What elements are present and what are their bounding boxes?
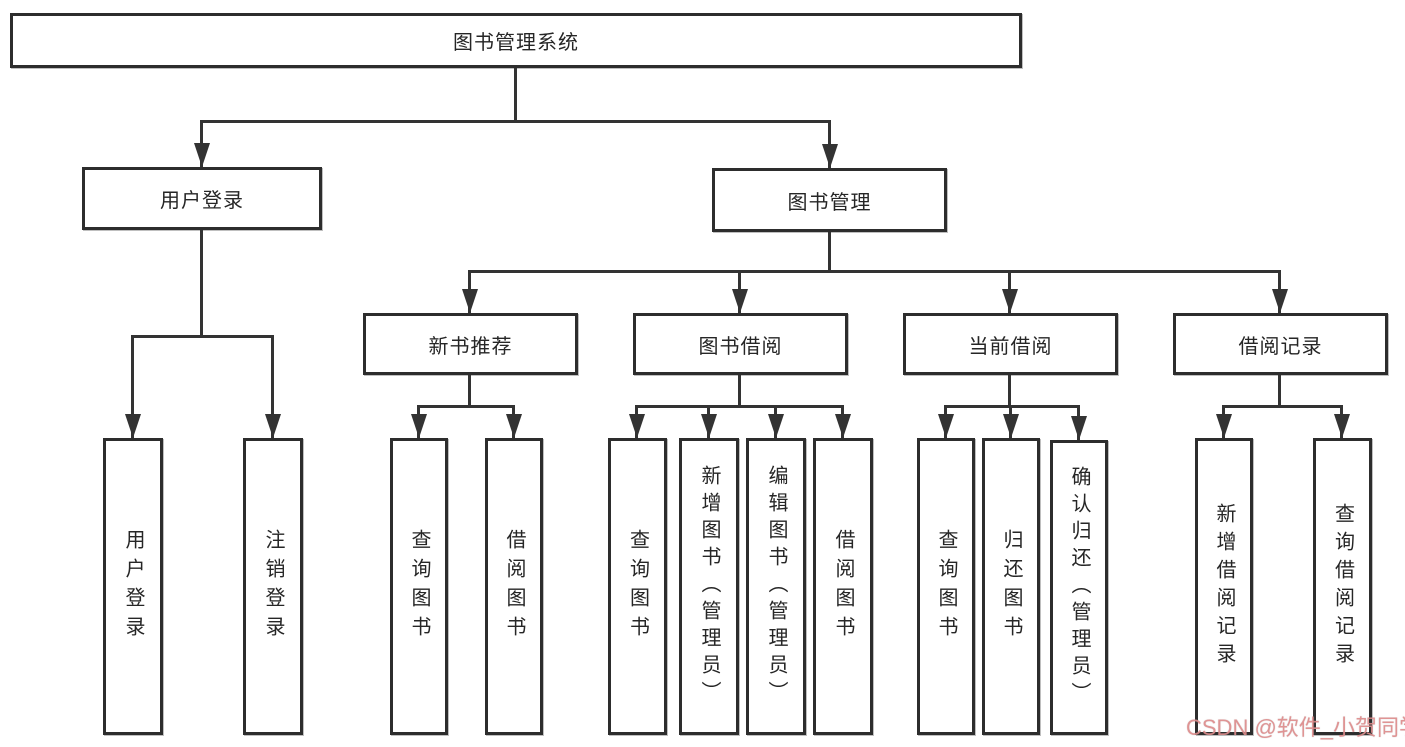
arrowhead-new-book-rec <box>462 289 478 313</box>
connector-drop-leaf-logout <box>271 335 274 438</box>
arrowhead-borrowing-records <box>1272 289 1288 313</box>
connector-new-book-rec-stem <box>468 375 471 408</box>
connector-book-mgmt-stem <box>828 232 831 273</box>
arrowhead-add-borrow-record <box>1216 414 1232 438</box>
connector-current-borrowing-stem <box>1008 375 1011 408</box>
leaf-query-books-1: 查询图书 <box>390 438 448 735</box>
node-new-book-recommendation: 新书推荐 <box>363 313 578 375</box>
arrowhead-book-management <box>822 144 838 168</box>
leaf-query-books-3: 查询图书 <box>917 438 975 735</box>
node-user-login: 用户登录 <box>82 167 322 230</box>
leaf-return-books: 归还图书 <box>982 438 1040 735</box>
arrowhead-book-borrowing <box>732 289 748 313</box>
arrowhead-borrow-books-1 <box>506 414 522 438</box>
connector-current-borrowing-bar <box>944 405 1080 408</box>
node-current-borrowing: 当前借阅 <box>903 313 1118 375</box>
arrowhead-add-books <box>701 414 717 438</box>
arrowhead-query-books-3 <box>938 414 954 438</box>
connector-book-borrowing-bar <box>635 405 844 408</box>
arrowhead-query-books-2 <box>629 414 645 438</box>
leaf-query-books-2: 查询图书 <box>608 438 667 735</box>
arrowhead-leaf-logout <box>265 414 281 438</box>
arrowhead-current-borrowing <box>1002 289 1018 313</box>
connector-borrowing-records-stem <box>1278 375 1281 408</box>
connector-root-stem <box>514 68 517 123</box>
arrowhead-edit-books <box>768 414 784 438</box>
connector-user-login-bar <box>131 335 273 338</box>
connector-new-book-rec-bar <box>417 405 515 408</box>
node-book-management: 图书管理 <box>712 168 947 232</box>
arrowhead-confirm-return <box>1071 416 1087 440</box>
node-borrowing-records: 借阅记录 <box>1173 313 1388 375</box>
leaf-confirm-return-admin: 确认归还（管理员） <box>1050 440 1108 735</box>
leaf-add-books-admin: 新增图书（管理员） <box>679 438 739 735</box>
arrowhead-query-books-1 <box>411 414 427 438</box>
leaf-edit-books-admin: 编辑图书（管理员） <box>746 438 806 735</box>
arrowhead-borrow-books-2 <box>835 414 851 438</box>
leaf-query-borrow-record: 查询借阅记录 <box>1313 438 1372 735</box>
connector-book-borrowing-stem <box>738 375 741 408</box>
leaf-borrow-books-2: 借阅图书 <box>813 438 873 735</box>
leaf-add-borrow-record: 新增借阅记录 <box>1195 438 1253 735</box>
connector-root-bar <box>200 120 830 123</box>
leaf-user-login: 用户登录 <box>103 438 163 735</box>
arrowhead-return-books <box>1003 414 1019 438</box>
arrowhead-leaf-user-login <box>125 414 141 438</box>
connector-borrowing-records-bar <box>1222 405 1343 408</box>
connector-drop-leaf-user-login <box>131 335 134 438</box>
leaf-logout: 注销登录 <box>243 438 303 735</box>
arrowhead-user-login <box>194 143 210 167</box>
node-library-management-system: 图书管理系统 <box>10 13 1022 68</box>
connector-book-mgmt-bar <box>468 270 1281 273</box>
connector-user-login-stem <box>200 230 203 338</box>
node-book-borrowing: 图书借阅 <box>633 313 848 375</box>
csdn-watermark: CSDN @软件_小贺同学 <box>1186 715 1405 740</box>
arrowhead-query-borrow-record <box>1334 414 1350 438</box>
leaf-borrow-books-1: 借阅图书 <box>485 438 543 735</box>
